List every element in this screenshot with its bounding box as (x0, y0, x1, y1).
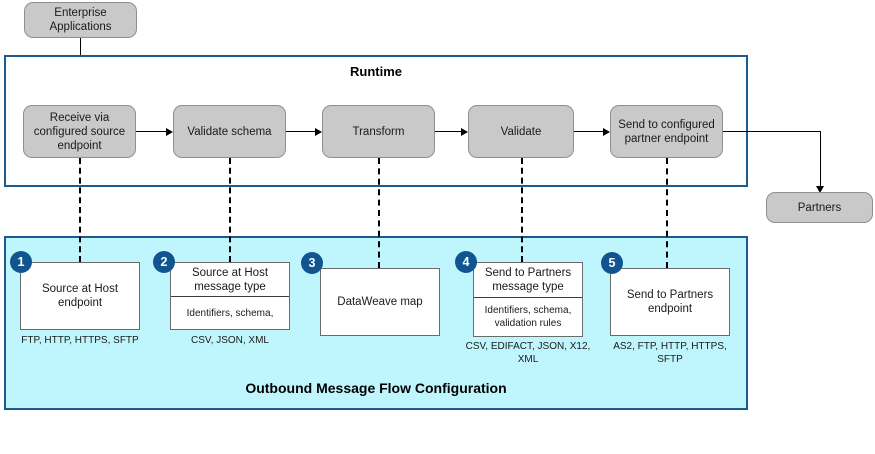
config-card-2-detail: Identifiers, schema, (186, 307, 274, 319)
connector-transform-to-validate (435, 131, 461, 132)
runtime-step-send-partner-label: Send to configured partner endpoint (618, 118, 715, 145)
config-card-1[interactable]: Source at Host endpoint (20, 262, 140, 330)
config-card-1-caption: FTP, HTTP, HTTPS, SFTP (21, 335, 139, 346)
configuration-panel-title: Outbound Message Flow Configuration (245, 380, 507, 396)
connector-send-partner-to-partners-vertical (820, 131, 821, 187)
enterprise-applications-label: Enterprise Applications (49, 7, 112, 33)
config-card-3-title: DataWeave map (337, 296, 423, 308)
runtime-step-send-partner: Send to configured partner endpoint (610, 105, 723, 158)
config-card-4-title: Send to Partners message type (484, 267, 572, 293)
config-card-4[interactable]: Send to Partners message type Identifier… (473, 262, 583, 337)
connector-receive-to-validate-schema (136, 131, 166, 132)
partners-box: Partners (766, 192, 873, 223)
link-dashed-step4-to-config4 (521, 158, 523, 262)
link-dashed-step3-to-config3 (378, 158, 380, 268)
connector-send-partner-to-partners-arrowhead (816, 186, 824, 193)
config-card-5-badge: 5 (601, 252, 623, 274)
connector-transform-to-validate-arrowhead (461, 127, 468, 136)
connector-validate-to-send-partner (574, 131, 603, 132)
runtime-step-validate: Validate (468, 105, 574, 158)
connector-receive-to-validate-schema-arrowhead (166, 127, 173, 136)
runtime-step-receive: Receive via configured source endpoint (23, 105, 136, 158)
runtime-step-transform: Transform (322, 105, 435, 158)
config-card-5-caption: AS2, FTP, HTTP, HTTPS, SFTP (613, 341, 727, 365)
connector-validate-to-send-partner-arrowhead (603, 127, 610, 136)
config-card-3-badge: 3 (301, 252, 323, 274)
config-card-3[interactable]: DataWeave map (320, 268, 440, 336)
runtime-step-validate-schema: Validate schema (173, 105, 286, 158)
config-card-2-caption: CSV, JSON, XML (191, 335, 269, 346)
runtime-step-validate-label: Validate (500, 125, 542, 138)
config-card-4-divider (474, 297, 582, 298)
connector-send-partner-to-partners-horizontal (723, 131, 821, 132)
runtime-panel-title: Runtime (350, 64, 402, 79)
config-card-2-divider (171, 296, 289, 297)
config-card-5[interactable]: Send to Partners endpoint (610, 268, 730, 336)
partners-label: Partners (797, 201, 842, 214)
runtime-step-transform-label: Transform (352, 125, 405, 138)
config-card-2-badge: 2 (153, 251, 175, 273)
connector-validate-schema-to-transform-arrowhead (315, 127, 322, 136)
connector-validate-schema-to-transform (286, 131, 315, 132)
config-card-2[interactable]: Source at Host message type Identifiers,… (170, 262, 290, 330)
runtime-step-validate-schema-label: Validate schema (187, 125, 272, 138)
config-card-2-title: Source at Host message type (191, 266, 269, 293)
link-dashed-step5-to-config5 (666, 158, 668, 268)
config-card-1-title: Source at Host endpoint (41, 283, 119, 309)
link-dashed-step1-to-config1 (79, 158, 81, 262)
config-card-1-badge: 1 (10, 251, 32, 273)
runtime-step-receive-label: Receive via configured source endpoint (33, 111, 126, 152)
config-card-5-title: Send to Partners endpoint (626, 289, 714, 315)
config-card-4-detail: Identifiers, schema, validation rules (484, 305, 572, 329)
config-card-4-badge: 4 (455, 251, 477, 273)
enterprise-applications-box: Enterprise Applications (24, 2, 137, 38)
link-dashed-step2-to-config2 (229, 158, 231, 262)
config-card-4-caption: CSV, EDIFACT, JSON, X12, XML (465, 341, 591, 365)
